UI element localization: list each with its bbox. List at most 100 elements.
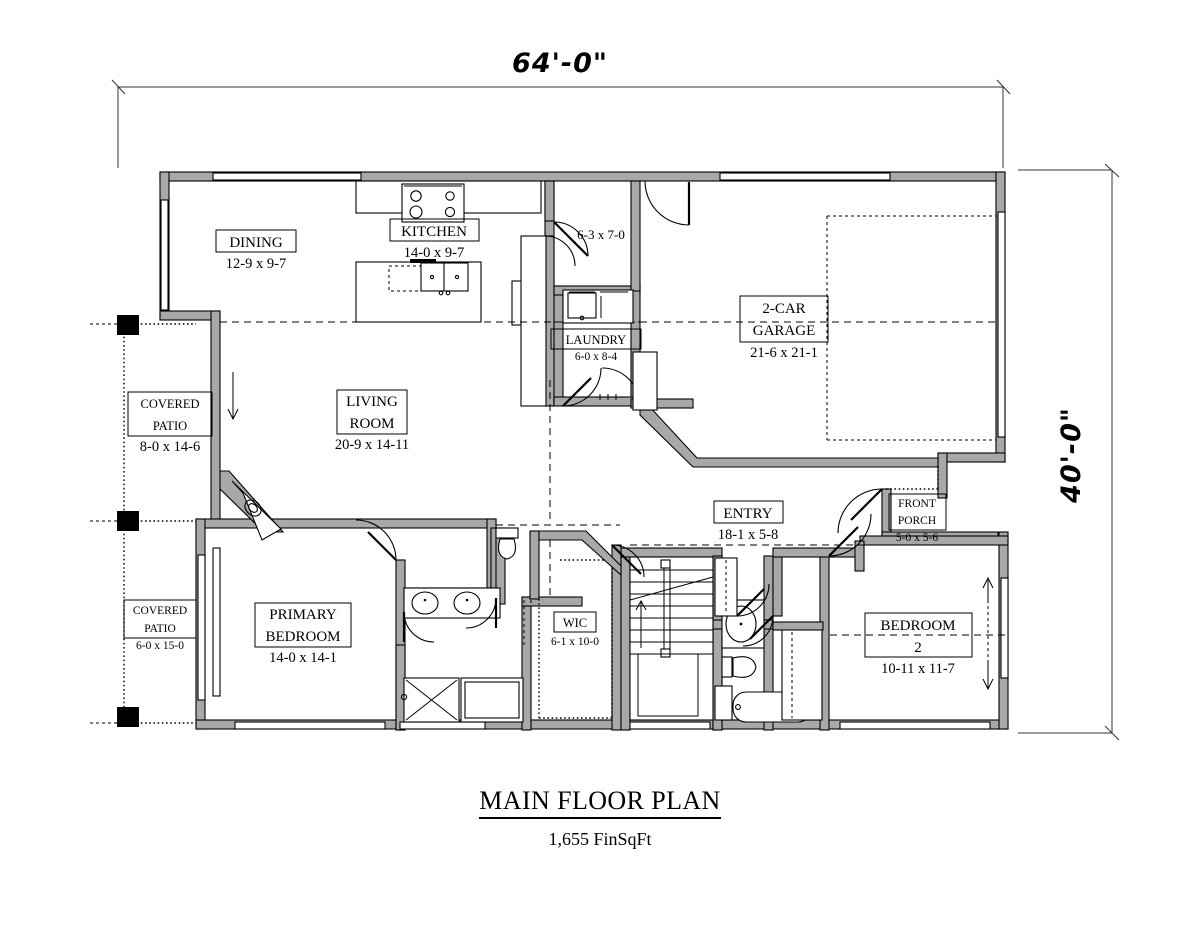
room-label-covered-patio-lower: COVERED PATIO 6-0 x 15-0 xyxy=(123,599,197,652)
overall-depth-label: 40'-0" xyxy=(1056,407,1087,504)
window-hall-south xyxy=(399,721,486,730)
laundry-label-name: LAUNDRY xyxy=(566,333,626,347)
kitchen-label-size: 14-0 x 9-7 xyxy=(404,245,464,261)
kitchen-label-name: KITCHEN xyxy=(401,224,467,240)
window-dining-west xyxy=(160,199,169,311)
living-label-name-2: ROOM xyxy=(349,416,394,432)
bedroom2-closet xyxy=(772,621,824,721)
window-dining-north xyxy=(212,172,362,181)
staircase xyxy=(629,556,714,721)
room-label-laundry: LAUNDRY 6-0 x 8-4 xyxy=(550,328,642,363)
window-bed2-east xyxy=(1000,577,1009,679)
room-label-mudroom: 6-3 x 7-0 xyxy=(577,227,625,242)
double-vanity xyxy=(403,587,501,619)
patio-lower-label-name-2: PATIO xyxy=(144,623,176,635)
room-label-covered-patio-upper: COVERED PATIO 8-0 x 14-6 xyxy=(127,391,213,455)
windows xyxy=(160,172,1009,730)
primary-toilet-tank xyxy=(495,527,519,539)
garage-door-outline xyxy=(826,215,996,441)
dining-label-size: 12-9 x 9-7 xyxy=(226,256,286,272)
page-subtitle: 1,655 FinSqFt xyxy=(548,829,652,849)
bed2-label-name-2: 2 xyxy=(914,640,922,656)
page-title: MAIN FLOOR PLAN xyxy=(479,786,721,819)
bed2-label-size: 10-11 x 11-7 xyxy=(881,661,955,677)
title-block: MAIN FLOOR PLAN 1,655 FinSqFt xyxy=(0,786,1200,850)
dining-label-name: DINING xyxy=(229,235,282,251)
room-label-entry: ENTRY 18-1 x 5-8 xyxy=(713,500,784,543)
patio-post-1 xyxy=(117,315,139,335)
corner-fireplace xyxy=(219,470,285,541)
window-garage-north xyxy=(719,172,891,181)
covered-patio-upper-outline xyxy=(90,323,196,522)
patio-post-3 xyxy=(117,707,139,727)
wic-shelving xyxy=(523,559,613,719)
room-label-living-room: LIVING ROOM 20-9 x 14-11 xyxy=(335,389,409,453)
room-label-garage: 2-CAR GARAGE 21-6 x 21-1 xyxy=(739,295,829,361)
bath2-toilet-tank xyxy=(721,656,733,678)
linen-closet xyxy=(714,685,733,721)
entry-label-name: ENTRY xyxy=(723,506,772,522)
bed2-label-name-1: BEDROOM xyxy=(880,618,955,634)
room-label-kitchen: KITCHEN 14-0 x 9-7 xyxy=(389,218,480,261)
garage-label-name-2: GARAGE xyxy=(753,323,816,339)
kitchen-fixtures xyxy=(355,180,542,323)
porch-label-size: 5-0 x 5-6 xyxy=(896,532,938,544)
overall-width-dimension xyxy=(111,79,1011,168)
garage-label-name-1: 2-CAR xyxy=(762,301,805,317)
bath2-toilet-bowl xyxy=(732,656,757,678)
porch-label-name-2: PORCH xyxy=(898,515,936,527)
patio-lower-label-size: 6-0 x 15-0 xyxy=(136,640,184,652)
patio-upper-label-name-1: COVERED xyxy=(140,397,199,411)
laundry-sink xyxy=(567,292,597,319)
interior-walls xyxy=(395,180,1009,731)
patio-upper-label-size: 8-0 x 14-6 xyxy=(140,439,200,455)
primary-toilet-bowl xyxy=(498,538,516,560)
dishwasher xyxy=(388,265,422,292)
room-dimension-arrows xyxy=(227,372,994,691)
stair-enclosure xyxy=(629,556,714,721)
room-label-wic: WIC 6-1 x 10-0 xyxy=(551,611,599,648)
stair-break-line xyxy=(629,576,714,601)
front-porch-outline xyxy=(885,466,939,490)
patio-upper-label-name-2: PATIO xyxy=(153,419,187,433)
primary-bath-fixtures xyxy=(400,527,524,723)
room-label-primary-bedroom: PRIMARY BEDROOM 14-0 x 14-1 xyxy=(254,602,352,666)
primary-label-name-1: PRIMARY xyxy=(269,607,337,623)
doors xyxy=(355,180,883,647)
room-label-front-porch: FRONT PORCH 5-0 x 5-6 xyxy=(888,493,947,544)
bed2-closet-box xyxy=(781,627,823,721)
range-cooktop xyxy=(401,183,465,223)
living-label-size: 20-9 x 14-11 xyxy=(335,437,409,453)
overall-width-label: 64'-0" xyxy=(512,48,608,79)
window-bath-south xyxy=(629,721,711,730)
window-garage-east xyxy=(997,211,1006,438)
primary-label-size: 14-0 x 14-1 xyxy=(269,650,337,666)
living-label-name-1: LIVING xyxy=(346,394,398,410)
laundry-label-size: 6-0 x 8-4 xyxy=(575,351,617,363)
overall-depth-dimension xyxy=(1018,163,1120,741)
patio-post-2 xyxy=(117,511,139,531)
wic-label-name: WIC xyxy=(563,616,587,630)
vanity-sink-right xyxy=(453,591,481,615)
window-patio-slider xyxy=(212,547,221,697)
window-primary-west xyxy=(197,554,206,701)
window-bed2-south xyxy=(839,721,991,730)
covered-patio-lower-outline xyxy=(90,521,200,724)
garage-label-size: 21-6 x 21-1 xyxy=(750,345,818,361)
patio-lower-label-name-1: COVERED xyxy=(133,605,187,617)
stair-direction-arrow xyxy=(635,599,647,648)
laundry-fixtures xyxy=(562,289,634,400)
patio-posts xyxy=(117,315,139,727)
primary-label-name-2: BEDROOM xyxy=(265,629,340,645)
room-label-bedroom-2: BEDROOM 2 10-11 x 11-7 xyxy=(864,612,973,677)
room-label-dining: DINING 12-9 x 9-7 xyxy=(215,229,297,272)
entry-label-size: 18-1 x 5-8 xyxy=(718,527,778,543)
window-primary-south xyxy=(234,721,386,730)
wic-label-size: 6-1 x 10-0 xyxy=(551,636,599,648)
mudroom-label-size: 6-3 x 7-0 xyxy=(577,227,625,242)
porch-label-name-1: FRONT xyxy=(898,498,936,510)
vanity-sink-left xyxy=(411,591,439,615)
bath2-sink xyxy=(725,605,757,643)
